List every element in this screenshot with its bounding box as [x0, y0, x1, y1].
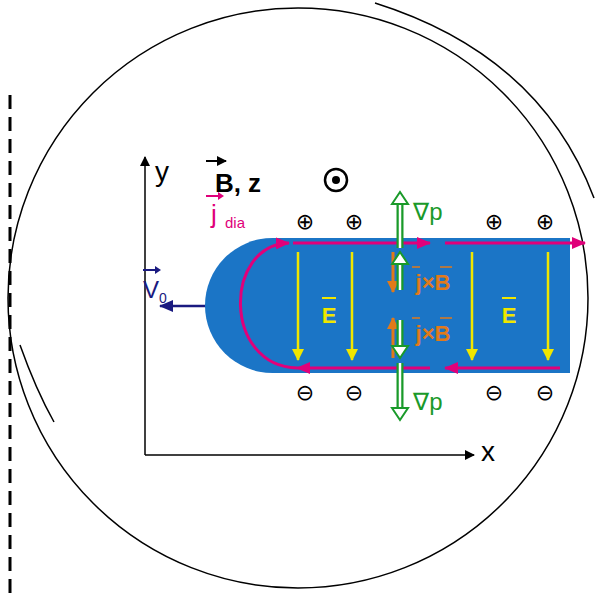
field-symbol [332, 176, 340, 184]
charge-symbol: ⊖ [485, 382, 503, 404]
charge-symbol: ⊖ [536, 382, 554, 404]
axis-dashed [9, 95, 12, 593]
outer-arc [20, 345, 54, 422]
charge-symbol: ⊖ [296, 382, 314, 404]
x-axis [145, 454, 474, 456]
force-label: j×B [416, 323, 451, 345]
charge-symbol: ⊕ [345, 211, 363, 233]
y-axis [144, 157, 146, 455]
vessel-circle [8, 8, 588, 588]
axis-label: y [155, 158, 169, 186]
current-label: j [211, 201, 217, 227]
axis-label: x [481, 438, 495, 466]
velocity-label: V [143, 278, 159, 302]
charge-symbol: ⊕ [536, 211, 554, 233]
field-label: E [502, 305, 517, 327]
vector-arrow [206, 160, 226, 162]
outer-arc [375, 3, 594, 198]
charge-symbol: ⊕ [296, 211, 314, 233]
field-symbol [325, 169, 347, 191]
plasma-blob: Ej×B j×B E [205, 238, 570, 373]
charge-symbol: ⊖ [345, 382, 363, 404]
field-label: B, z [215, 170, 261, 196]
field-label: E [322, 305, 337, 327]
force-label: j×B [416, 272, 451, 294]
velocity-subscript: 0 [159, 291, 167, 305]
gradient-label: ∇p [413, 200, 442, 224]
gradient-label: ∇p [413, 390, 442, 414]
current-subscript: dia [225, 215, 245, 230]
charge-symbol: ⊕ [485, 211, 503, 233]
